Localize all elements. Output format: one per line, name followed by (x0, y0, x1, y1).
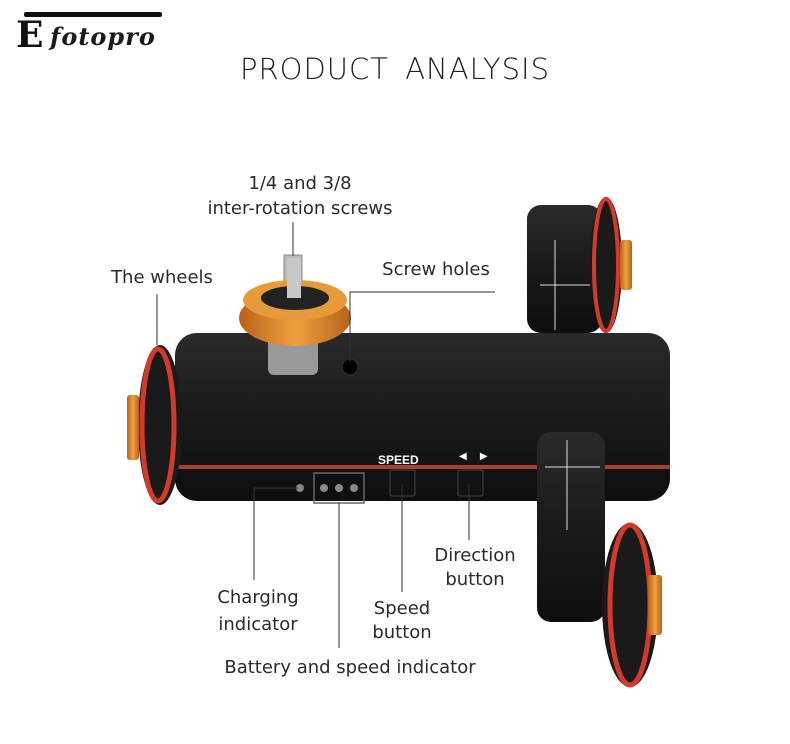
page-title: PRODUCT ANALYSIS (240, 52, 550, 86)
label-screws-line2: inter-rotation screws (207, 198, 393, 219)
label-screw-holes: Screw holes (382, 259, 490, 280)
label-direction-line1: Direction (434, 545, 516, 566)
wheel-arm-top-right (527, 197, 632, 333)
label-screws-line1: 1/4 and 3/8 (248, 173, 352, 194)
label-wheels: The wheels (111, 267, 213, 288)
label-battery-indicator: Battery and speed indicator (224, 657, 476, 678)
direction-arrows-icon: ◀ ▶ (459, 451, 493, 462)
control-panel (296, 469, 484, 504)
charging-led (296, 484, 304, 492)
wheel-arm-bottom-right (537, 432, 662, 688)
label-charging-line1: Charging (217, 587, 299, 608)
label-speed-line1: Speed (373, 598, 431, 619)
brand-logo: E fotopro (14, 8, 174, 56)
direction-button[interactable] (457, 469, 484, 497)
label-direction-line2: button (445, 569, 505, 590)
speed-label-on-device: SPEED (378, 453, 419, 467)
callout-lines (156, 222, 495, 648)
label-speed-line2: button (372, 622, 432, 643)
label-charging-line2: indicator (218, 614, 298, 635)
mounting-screw (239, 254, 351, 375)
wheel-left (127, 345, 182, 505)
